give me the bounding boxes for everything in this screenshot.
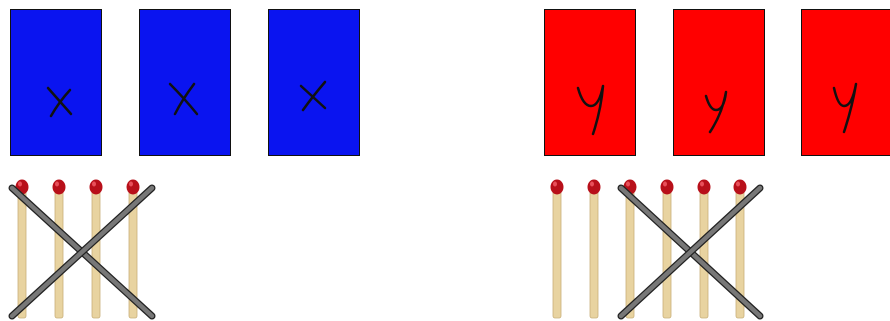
- right-matchstick-1: [550, 179, 564, 319]
- blue-card-1: [10, 9, 102, 156]
- right-matchstick-5: [697, 179, 711, 319]
- letter-x-icon: [168, 82, 199, 116]
- left-matchstick-1: [15, 179, 29, 319]
- left-matchstick-3: [89, 179, 103, 319]
- red-card-3: [801, 9, 890, 156]
- letter-y-icon: [704, 90, 728, 134]
- red-card-2: [673, 9, 765, 156]
- letter-x-icon: [46, 86, 73, 118]
- right-matchstick-3: [623, 179, 637, 319]
- blue-card-3: [268, 9, 360, 156]
- letter-x-icon: [299, 80, 327, 112]
- red-card-1: [544, 9, 636, 156]
- letter-y-icon: [576, 84, 605, 136]
- left-matchstick-2: [52, 179, 66, 319]
- left-matchstick-4: [126, 179, 140, 319]
- left-cross-stroke-2: [9, 185, 155, 319]
- letter-y-icon: [832, 82, 858, 134]
- blue-card-2: [139, 9, 231, 156]
- right-cross-stroke-2: [618, 185, 763, 319]
- right-matchstick-4: [660, 179, 674, 319]
- right-matchstick-6: [733, 179, 747, 319]
- right-matchstick-2: [587, 179, 601, 319]
